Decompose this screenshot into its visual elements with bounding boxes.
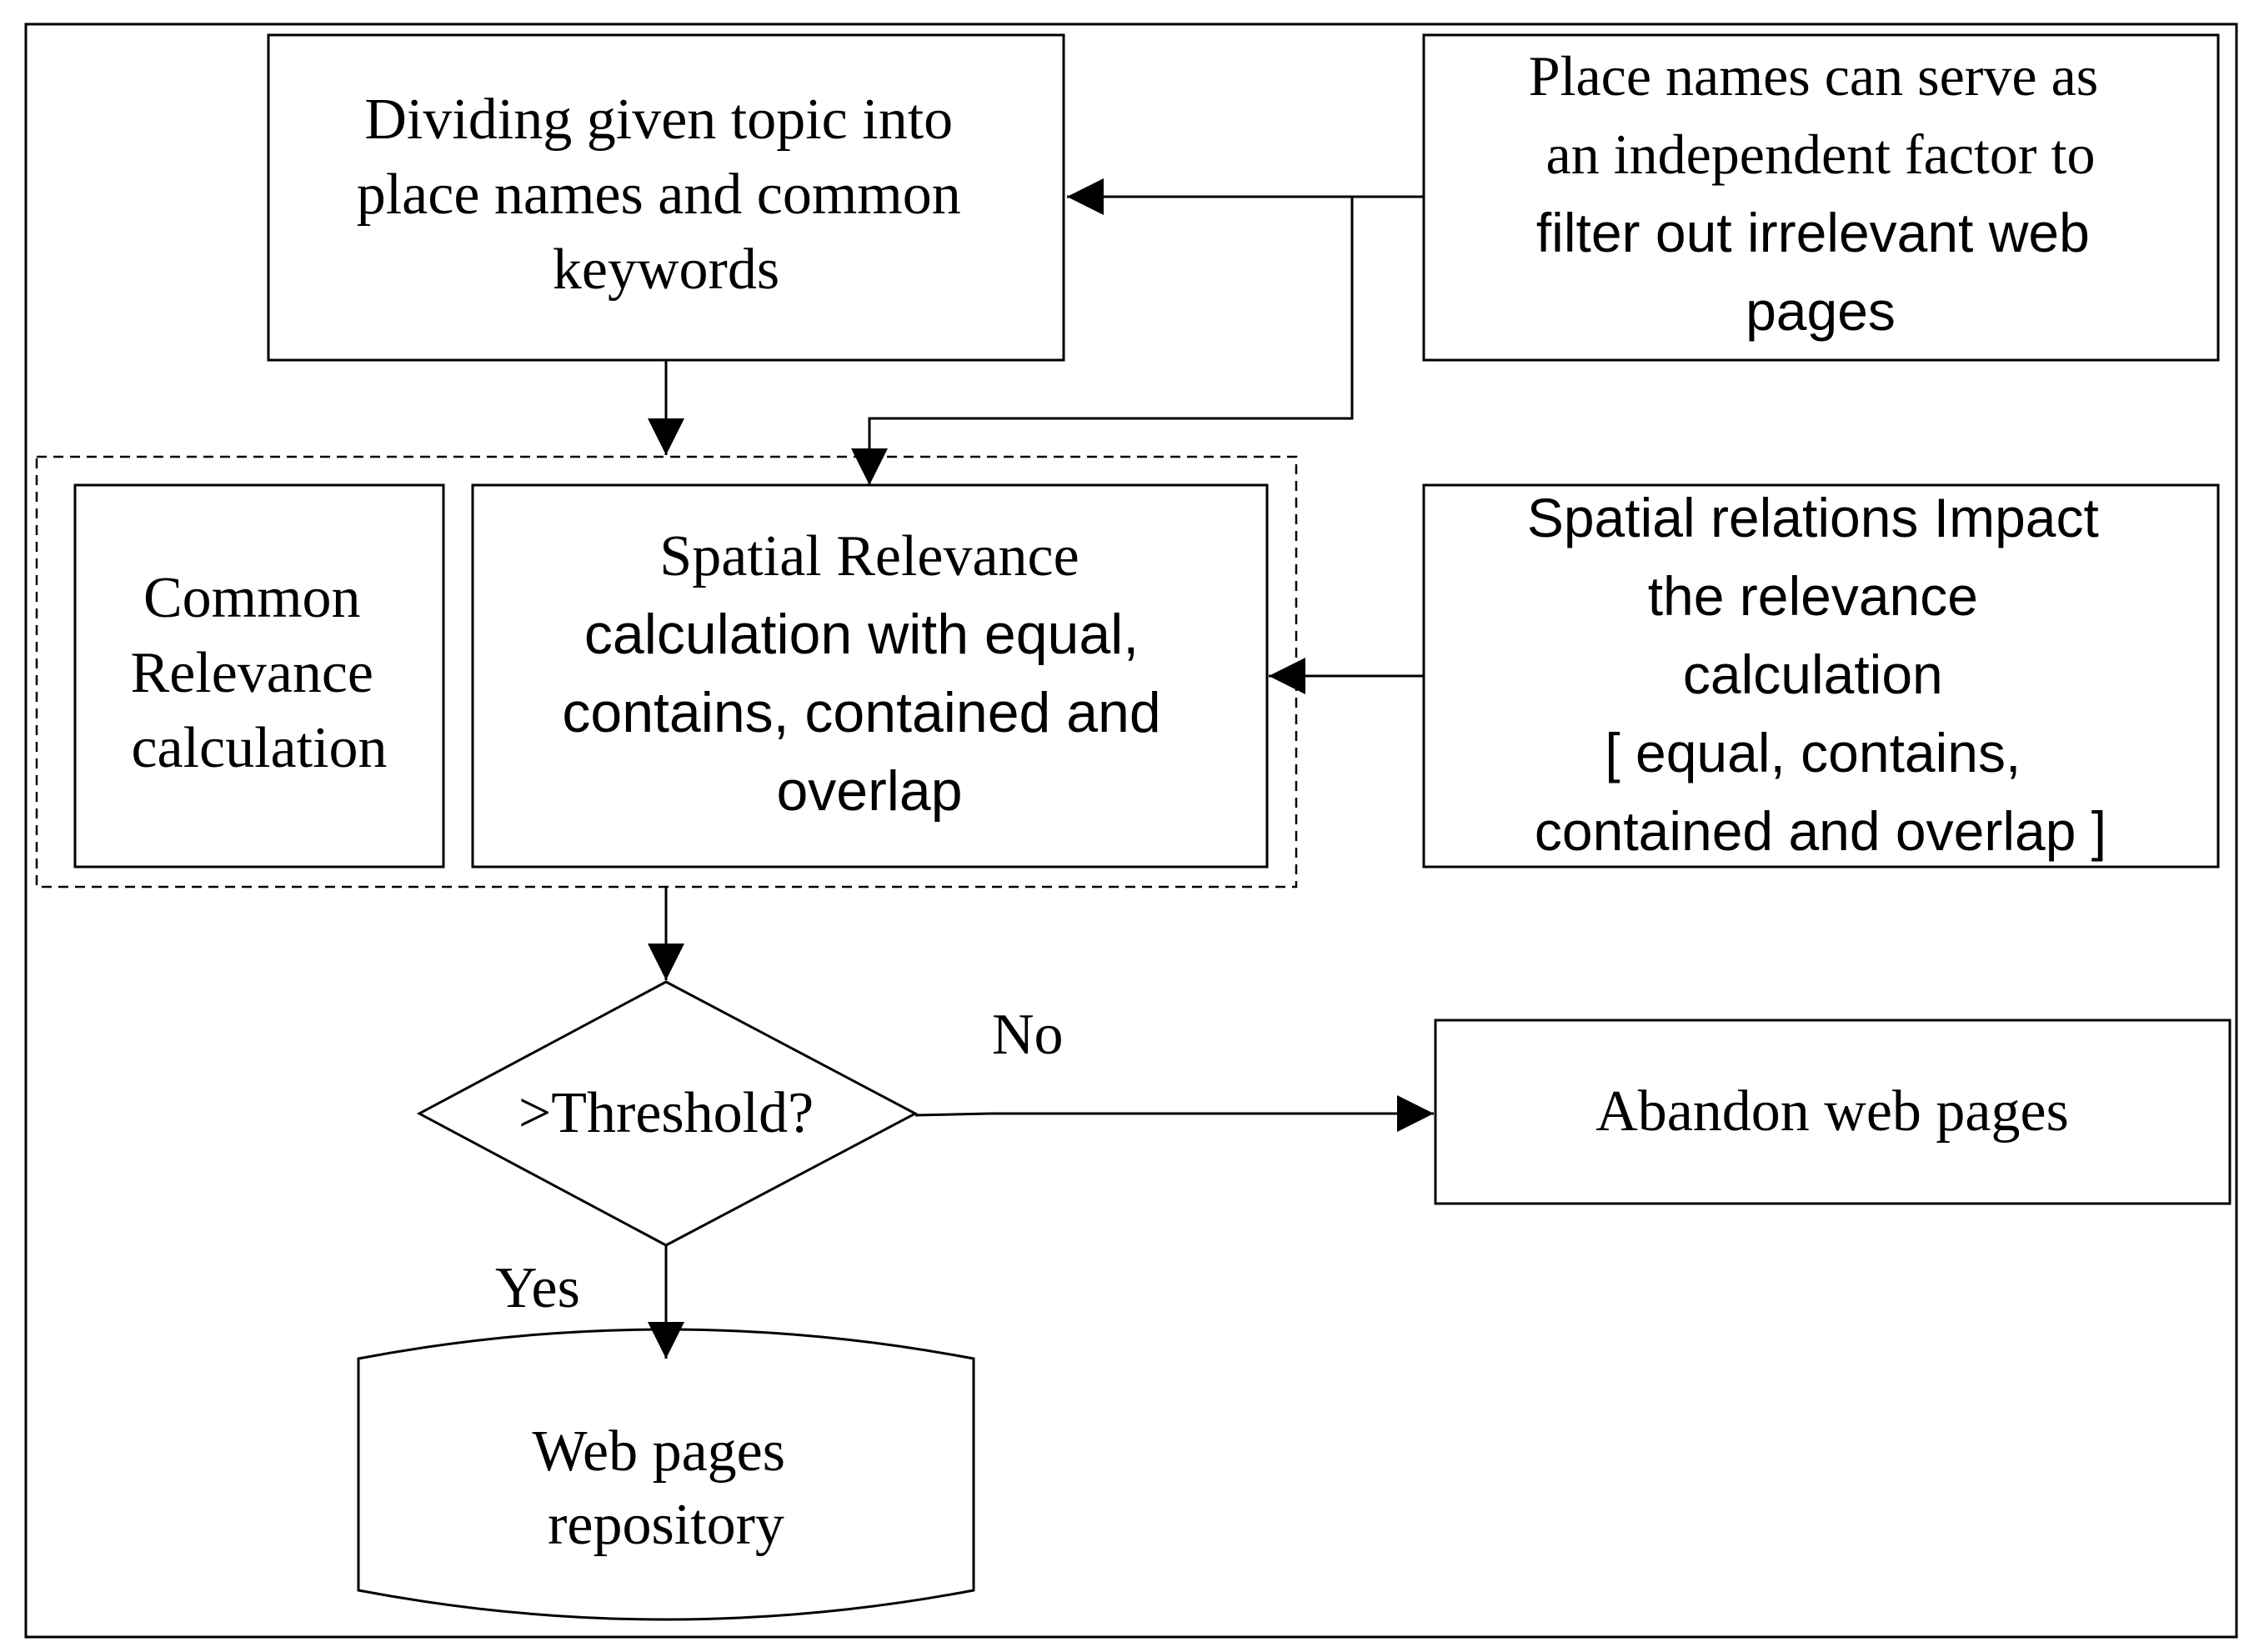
- edge-label-yes: Yes: [495, 1256, 580, 1320]
- abandon-box: Abandon web pages: [1434, 1019, 2231, 1205]
- place-names-factor-line: pages: [1746, 280, 1896, 342]
- spatial-relevance-line: overlap: [776, 759, 962, 823]
- spatial-relations-line: calculation: [1683, 643, 1943, 705]
- spatial-relevance-line: calculation with equal,: [584, 603, 1139, 666]
- abandon-label: Abandon web pages: [1595, 1079, 2069, 1144]
- svg-text:Dividing given topic into: Dividing given topic into place names an…: [357, 88, 976, 302]
- spatial-relations-box: Spatial relations Impact the relevance c…: [1422, 483, 2220, 869]
- web-pages-repository: Web pages repository: [357, 1328, 975, 1621]
- svg-text:Place names can serve as: Place names can serve as an independent …: [1529, 44, 2112, 186]
- place-names-factor-line: an independent factor to: [1546, 123, 2096, 186]
- svg-text:filter out irrelevant web: filter out irrelevant web pages: [1536, 202, 2105, 342]
- split-topic-box: Dividing given topic into place names an…: [267, 33, 1065, 362]
- split-topic-line: place names and common: [357, 163, 961, 227]
- spatial-relevance-line: Spatial Relevance: [659, 524, 1079, 588]
- place-names-factor-box: Place names can serve as an independent …: [1422, 33, 2220, 362]
- spatial-relations-line: [ equal, contains,: [1605, 722, 2021, 783]
- spatial-relations-line: Spatial relations Impact: [1527, 487, 2099, 548]
- split-topic-line: Dividing given topic into: [364, 88, 953, 152]
- outer-frame: [24, 23, 2238, 1639]
- common-relevance-line: calculation: [131, 716, 387, 780]
- repository-line: Web pages: [533, 1419, 785, 1484]
- spatial-relations-line: contained and overlap ]: [1535, 800, 2106, 862]
- spatial-relevance-line: contains, contained and: [562, 681, 1160, 744]
- svg-text:Common Relevance c: Common Relevance calculation: [131, 566, 388, 780]
- repository-line: repository: [548, 1493, 784, 1557]
- place-names-factor-line: Place names can serve as: [1529, 44, 2098, 108]
- svg-text:Web pages repository: Web pages repository: [533, 1419, 800, 1557]
- threshold-decision: >Threshold?: [416, 980, 919, 1247]
- split-topic-line: keywords: [553, 238, 779, 302]
- common-relevance-line: Common: [143, 566, 361, 630]
- threshold-label: >Threshold?: [518, 1081, 814, 1145]
- common-relevance-box: Common Relevance calculation: [73, 483, 445, 869]
- arrow-threshold-no: [914, 1095, 1434, 1132]
- arrow-factor-to-spatial: [851, 197, 1354, 485]
- edge-label-no: No: [992, 1003, 1064, 1067]
- spatial-relations-line: the relevance: [1648, 565, 1978, 627]
- spatial-relevance-box: Spatial Relevance calculation with equal…: [471, 483, 1269, 869]
- svg-text:Spatial relations Impact: Spatial relations Impact the relevance c…: [1527, 487, 2114, 862]
- svg-text:Spatial Relevance: Spatial Relevance: [659, 524, 1079, 588]
- svg-text:calculation with equal,: calculation with equal, contains, contai…: [562, 603, 1176, 823]
- place-names-factor-line: filter out irrelevant web: [1536, 202, 2090, 263]
- common-relevance-line: Relevance: [131, 641, 373, 705]
